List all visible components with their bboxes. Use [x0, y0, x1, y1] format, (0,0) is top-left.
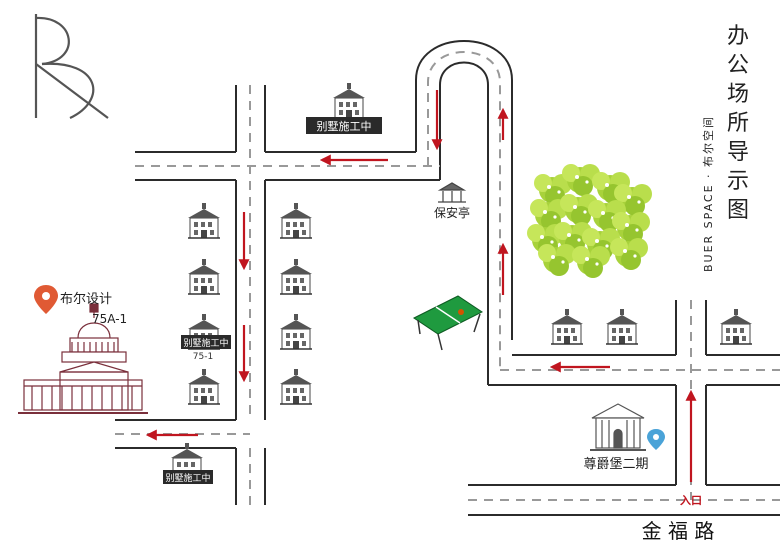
ping-pong-table-icon	[413, 295, 483, 351]
office-name-label: 布尔设计	[60, 292, 112, 307]
svg-text:75-1: 75-1	[193, 352, 213, 362]
svg-text:场: 场	[727, 82, 749, 107]
tree-cluster	[527, 164, 652, 278]
map-title: 办 公 场 所 导 示 图	[727, 24, 749, 223]
svg-text:别墅施工中: 别墅施工中	[183, 337, 228, 349]
svg-text:示: 示	[727, 169, 749, 194]
svg-text:导: 导	[727, 140, 749, 165]
svg-text:办: 办	[727, 24, 749, 49]
office-unit-label: 75A-1	[92, 312, 127, 326]
construction-label-top: 别墅施工中	[306, 117, 382, 134]
svg-text:图: 图	[727, 198, 749, 223]
road-name-label: 金 福 路	[642, 519, 715, 543]
brand-tagline: BUER SPACE · 布尔空间	[701, 115, 715, 272]
office-pin-icon	[34, 285, 58, 314]
svg-text:别墅施工中: 别墅施工中	[317, 120, 372, 133]
roads	[115, 40, 780, 516]
zunjuebao-building-icon	[590, 403, 646, 451]
zunjuebao-pin-icon	[647, 429, 665, 450]
svg-text:所: 所	[727, 111, 749, 136]
svg-text:别墅施工中: 别墅施工中	[165, 472, 210, 484]
direction-arrows	[145, 90, 697, 482]
svg-text:公: 公	[727, 53, 749, 78]
guard-booth-label: 保安亭	[434, 205, 470, 220]
villa-icons	[170, 82, 753, 479]
brand-logo	[34, 14, 109, 119]
construction-label-mid: 别墅施工中 75-1	[181, 335, 231, 362]
entrance-label: 入口	[680, 494, 702, 507]
guard-booth-icon	[437, 182, 467, 203]
construction-label-bottom: 别墅施工中	[163, 470, 213, 484]
office-building-icon	[18, 303, 148, 414]
zunjuebao-label: 尊爵堡二期	[583, 456, 648, 472]
